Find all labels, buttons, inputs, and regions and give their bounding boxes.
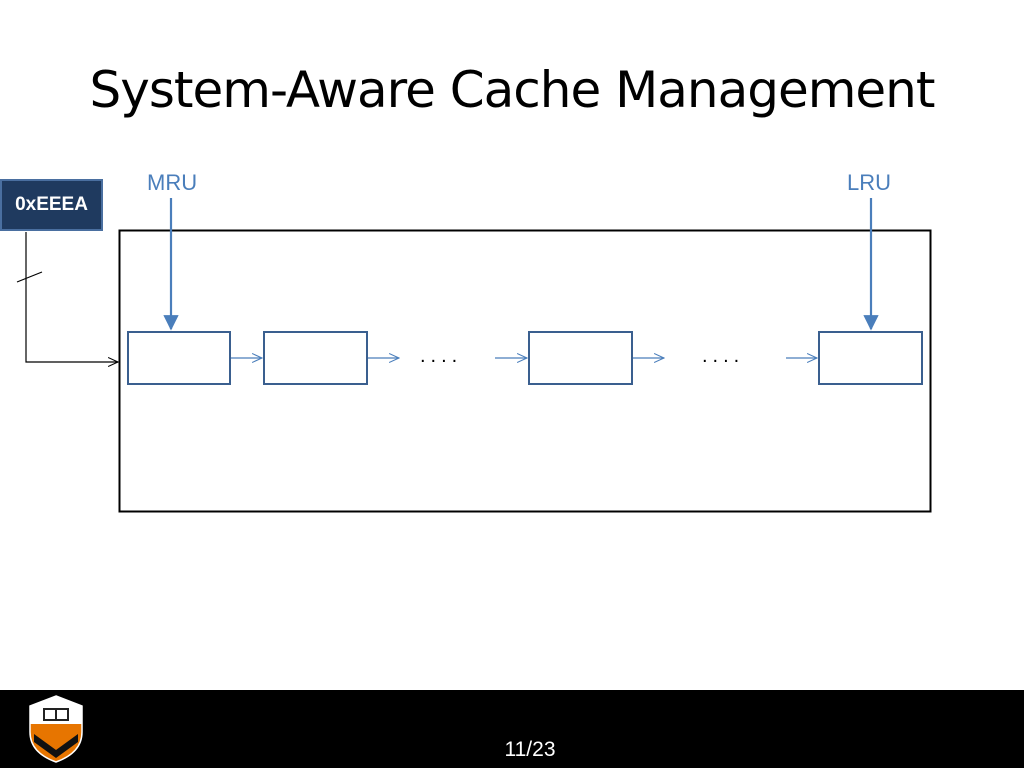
cache-block-2 [263,331,368,385]
cache-block-mru [127,331,231,385]
princeton-shield-icon [29,695,83,763]
page-number: 11/23 [504,738,556,761]
cache-block-lru [818,331,923,385]
address-box: 0xEEEA [0,179,103,231]
cache-block-middle [528,331,633,385]
cache-set-box [118,229,932,513]
mru-label: MRU [147,170,198,195]
cache-diagram [16,198,932,513]
ellipsis-left: .... [420,345,463,367]
bus-width-tick [16,271,43,283]
slide-title: System-Aware Cache Management [89,61,936,119]
ellipsis-right: .... [702,345,745,367]
footer-bar [0,690,1024,768]
address-wire [25,232,118,362]
lru-label: LRU [847,170,892,195]
